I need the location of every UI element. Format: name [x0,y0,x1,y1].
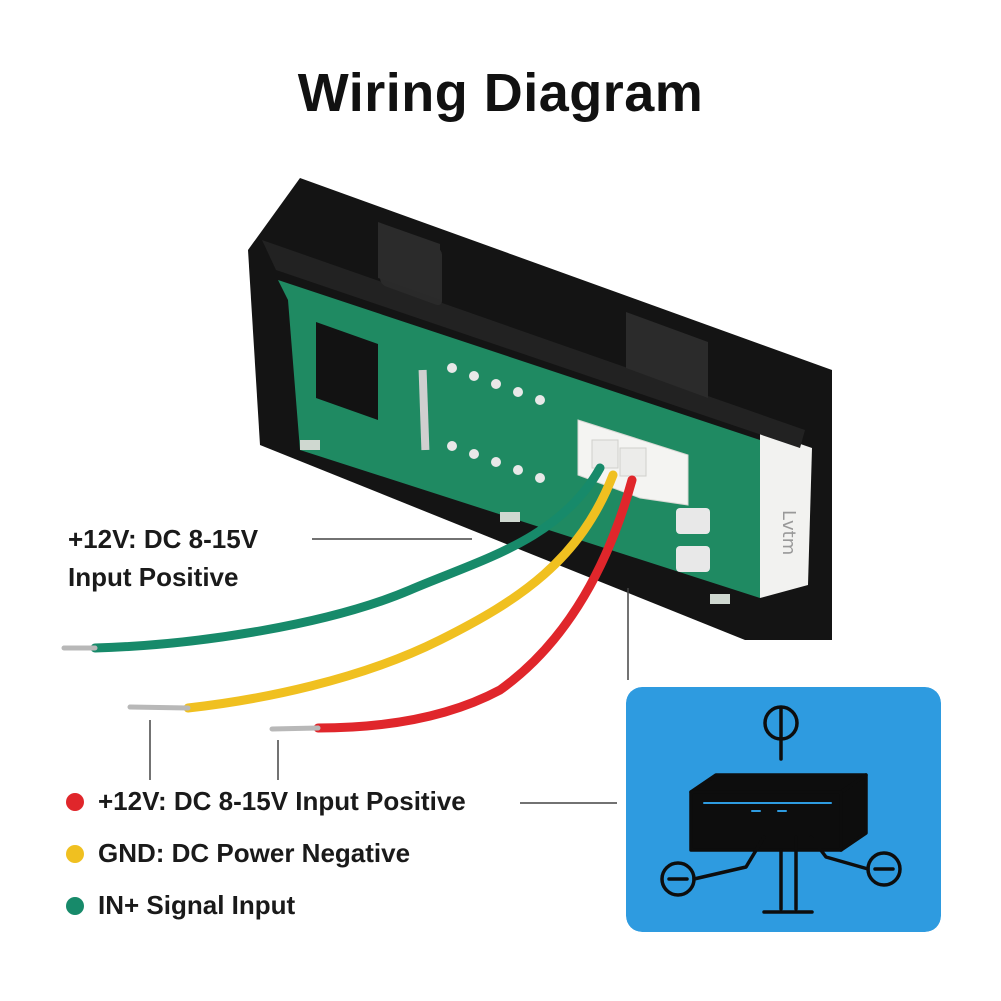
wires [61,463,637,733]
red-wire [313,475,637,733]
yellow-wire-tip [127,704,191,711]
legend-item-green: IN+ Signal Input [66,890,295,921]
yellow-wire [183,470,618,713]
button-lower [676,546,710,572]
pcb-board [278,280,760,598]
button-upper [676,508,710,534]
callout-line-1: +12V: DC 8-15V [68,524,259,554]
leader-lines [149,538,629,804]
red-dot-icon [66,792,84,811]
yellow-dot-icon [66,844,84,863]
meter-box-icon [689,773,868,852]
legend-item-red: +12V: DC 8-15V Input Positive [66,786,466,817]
page-title: Wiring Diagram [297,63,704,123]
legend-label-yellow: GND: DC Power Negative [98,838,411,868]
ic-chip [316,322,378,420]
meter-device: Lvtm [248,178,832,640]
green-wire [90,463,605,653]
legend-item-yellow: GND: DC Power Negative [66,838,410,869]
meter-schematic-icon [626,687,941,932]
legend-label-red: +12V: DC 8-15V Input Positive [98,786,466,816]
callout-line-2: Input Positive [68,562,239,592]
green-dot-icon [66,896,84,915]
negative-terminal-icon-right [809,835,902,887]
wire-callout: +12V: DC 8-15V Input Positive [68,520,258,596]
legend-label-green: IN+ Signal Input [98,890,296,920]
positive-terminal-icon [763,705,799,761]
red-wire-tip [269,725,321,732]
side-label-text: Lvtm [778,510,799,555]
negative-terminal-icon [660,835,766,897]
